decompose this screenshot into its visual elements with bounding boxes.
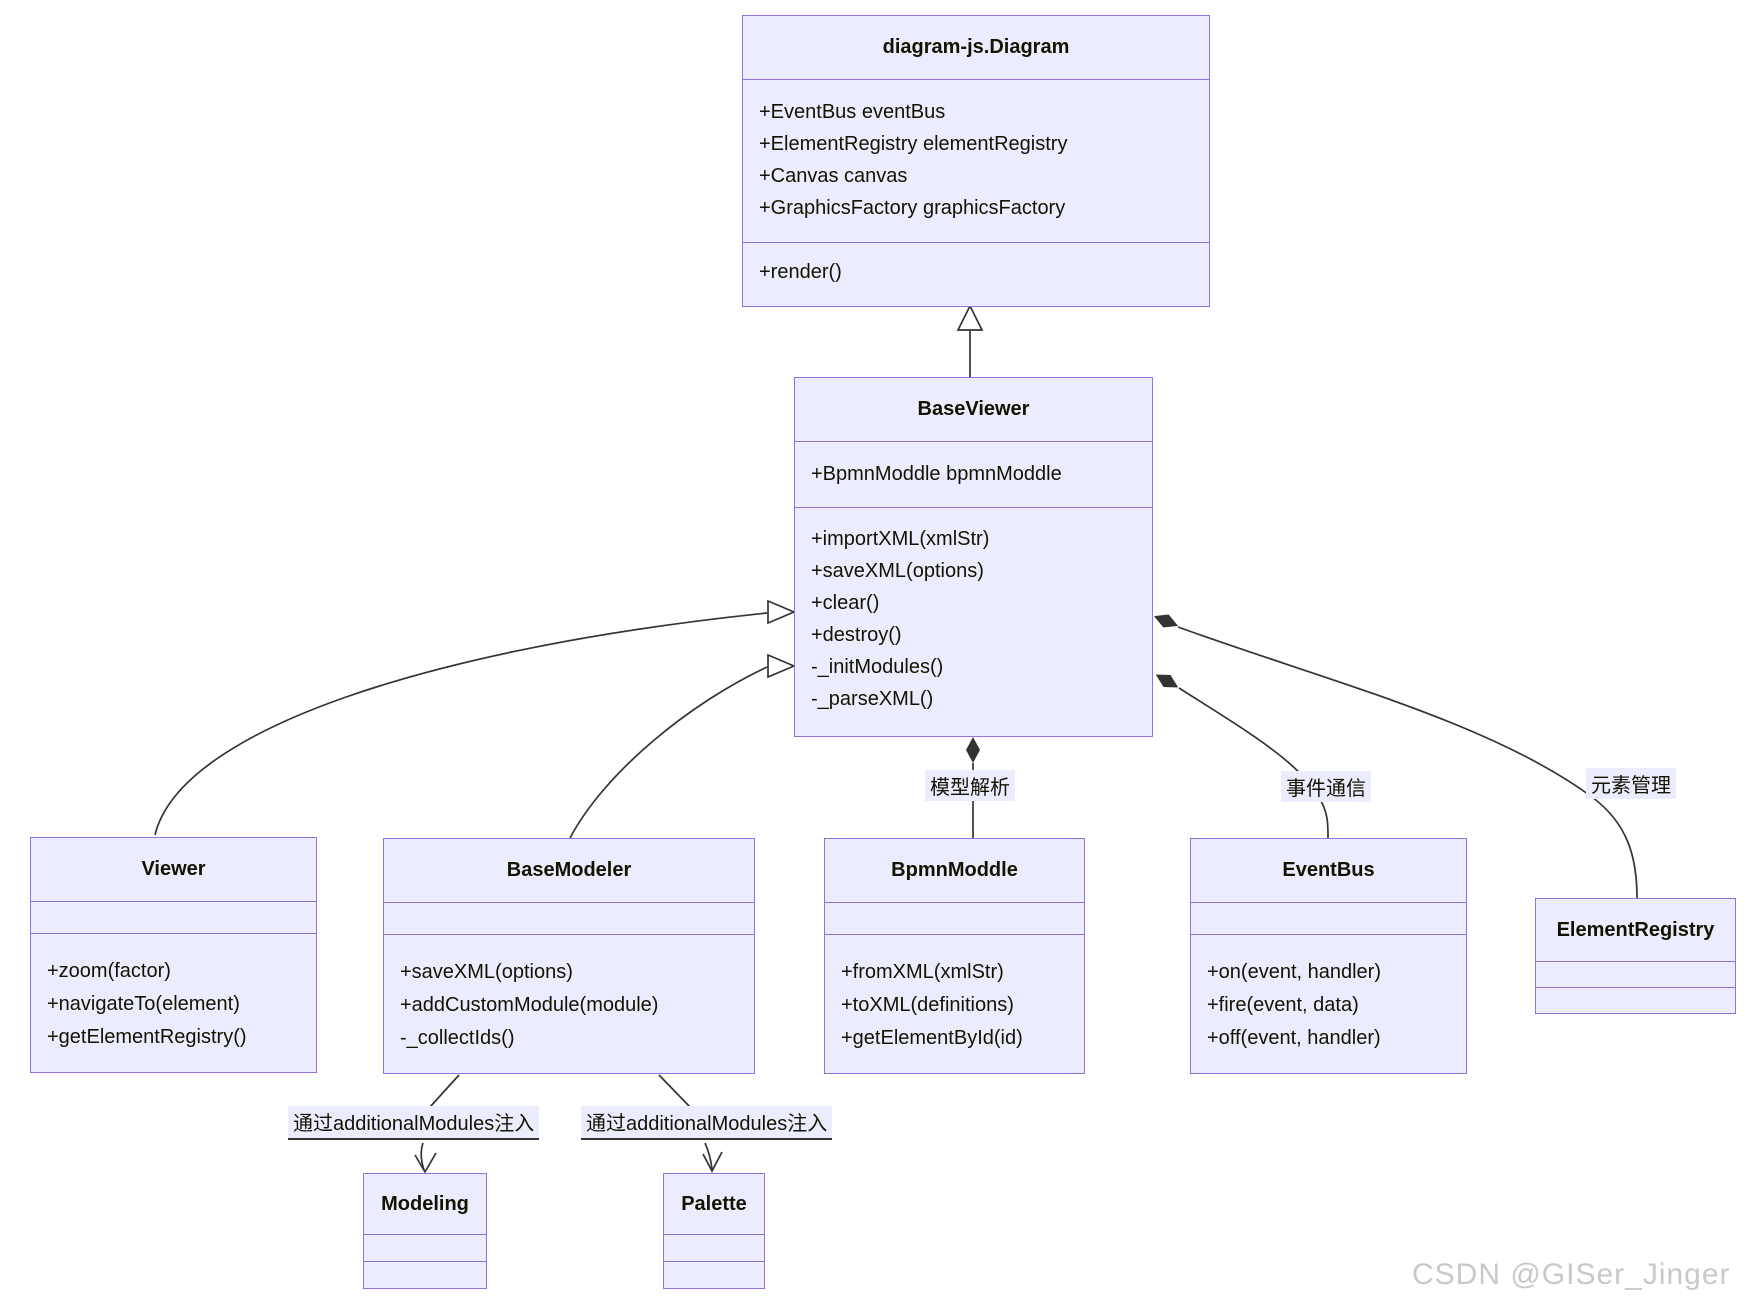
method: +navigateTo(element) [47,993,240,1015]
class-methods-empty [1536,988,1735,1013]
composition-diamond-icon [1153,614,1179,628]
edge-label-element-management: 元素管理 [1586,768,1676,799]
class-box-viewer: Viewer +zoom(factor) +navigateTo(element… [30,837,317,1073]
attribute: +EventBus eventBus [759,101,946,123]
method: +fire(event, data) [1207,994,1359,1016]
method: +off(event, handler) [1207,1027,1381,1049]
class-box-baseviewer: BaseViewer +BpmnModdle bpmnModdle +impor… [794,377,1153,737]
class-methods: +importXML(xmlStr) +saveXML(options) +cl… [795,508,1152,736]
inheritance-arrow-icon [767,653,797,679]
class-attributes: +EventBus eventBus +ElementRegistry elem… [743,80,1209,243]
method: +getElementById(id) [841,1027,1023,1049]
class-box-basemodeler: BaseModeler +saveXML(options) +addCustom… [383,838,755,1074]
method: +saveXML(options) [400,961,573,983]
inheritance-arrow-icon [956,304,984,331]
class-box-palette: Palette [663,1173,765,1289]
class-attributes-empty [31,902,316,934]
class-title: BaseModeler [384,839,754,903]
method: -_collectIds() [400,1027,515,1049]
class-attributes-empty [825,903,1084,935]
method: +on(event, handler) [1207,961,1382,983]
inheritance-arrow-icon [767,599,797,625]
class-methods: +render() [743,243,1209,306]
attribute: +Canvas canvas [759,165,908,187]
method: +importXML(xmlStr) [811,528,990,550]
edge-baseviewer-eventbus [1178,687,1329,839]
class-methods: +on(event, handler) +fire(event, data) +… [1191,935,1466,1073]
attribute: +BpmnModdle bpmnModdle [811,463,1062,485]
method: +toXML(definitions) [841,994,1014,1016]
class-methods-empty [364,1262,486,1288]
class-attributes-empty [364,1235,486,1262]
class-attributes-empty [1536,962,1735,988]
class-methods: +zoom(factor) +navigateTo(element) +getE… [31,934,316,1072]
edge-label-inject-modules-palette: 通过additionalModules注入 [581,1106,833,1140]
class-box-bpmnmoddle: BpmnModdle +fromXML(xmlStr) +toXML(defin… [824,838,1085,1074]
method: +clear() [811,592,880,614]
class-title: Palette [664,1174,764,1235]
method: +saveXML(options) [811,560,984,582]
attribute: +GraphicsFactory graphicsFactory [759,197,1066,219]
edge-basemodeler-palette-lower [704,1142,713,1170]
edge-basemodeler-palette-upper [658,1074,691,1108]
composition-diamond-icon [966,737,980,763]
class-title: EventBus [1191,839,1466,903]
class-attributes: +BpmnModdle bpmnModdle [795,442,1152,508]
class-box-diagram-js-diagram: diagram-js.Diagram +EventBus eventBus +E… [742,15,1210,307]
class-title: BpmnModdle [825,839,1084,903]
class-methods: +fromXML(xmlStr) +toXML(definitions) +ge… [825,935,1084,1073]
class-methods: +saveXML(options) +addCustomModule(modul… [384,935,754,1073]
edge-label-model-parsing: 模型解析 [925,770,1015,801]
edge-basemodeler-baseviewer [569,666,768,839]
class-attributes-empty [1191,903,1466,935]
method: +destroy() [811,624,902,646]
class-box-modeling: Modeling [363,1173,487,1289]
dependency-arrow-icon [414,1152,437,1174]
watermark: CSDN @GISer_Jinger [1412,1258,1731,1291]
class-title: BaseViewer [795,378,1152,442]
class-title: Viewer [31,838,316,902]
class-methods-empty [664,1262,764,1288]
method: -_parseXML() [811,688,934,710]
class-title: diagram-js.Diagram [743,16,1209,80]
composition-diamond-icon [1155,674,1179,688]
method: +render() [759,261,842,283]
method: +zoom(factor) [47,960,171,982]
attribute: +ElementRegistry elementRegistry [759,133,1068,155]
class-attributes-empty [384,903,754,935]
method: +fromXML(xmlStr) [841,961,1004,983]
method: -_initModules() [811,656,944,678]
edge-label-inject-modules-modeling: 通过additionalModules注入 [288,1106,540,1140]
edge-viewer-baseviewer [154,612,768,836]
class-attributes-empty [664,1235,764,1262]
edge-label-event-communication: 事件通信 [1281,771,1371,802]
class-box-elementregistry: ElementRegistry [1535,898,1736,1014]
method: +getElementRegistry() [47,1026,247,1048]
class-title: ElementRegistry [1536,899,1735,962]
method: +addCustomModule(module) [400,994,659,1016]
class-title: Modeling [364,1174,486,1235]
dependency-arrow-icon [702,1151,723,1173]
edge-baseviewer-elementregistry [1177,626,1638,899]
class-box-eventbus: EventBus +on(event, handler) +fire(event… [1190,838,1467,1074]
edge-basemodeler-modeling-upper [429,1074,460,1108]
